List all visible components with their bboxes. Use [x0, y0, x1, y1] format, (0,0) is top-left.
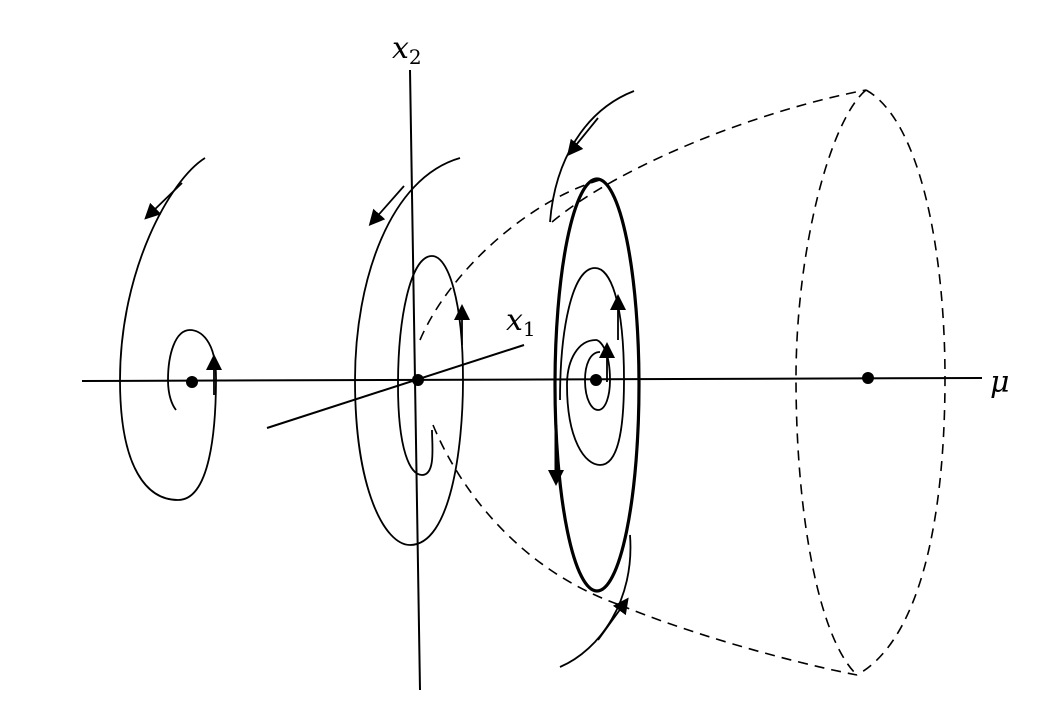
x1-axis-label: x1 [506, 303, 536, 341]
spiral-arrow-icon [368, 185, 405, 226]
x1-axis [266, 344, 525, 429]
x2-axis-label: x2 [392, 31, 422, 69]
equilibrium-point [186, 376, 198, 388]
stable-focus-spiral [119, 157, 222, 501]
spiral-arrow-icon [566, 117, 599, 157]
mu-axis-label: μ [990, 365, 1010, 400]
equilibrium-point [590, 374, 602, 386]
equilibrium-point [412, 374, 424, 386]
unstable-focus-spiral [549, 90, 635, 668]
equilibrium-point [862, 372, 874, 384]
spiral-arrow-icon [597, 597, 629, 641]
spiral-arrow-icon [144, 182, 183, 220]
stable-limit-cycle [553, 177, 641, 593]
limit-cycle-paraboloid [419, 89, 946, 676]
mu-axis [81, 377, 983, 382]
weak-focus-spiral [354, 157, 470, 546]
